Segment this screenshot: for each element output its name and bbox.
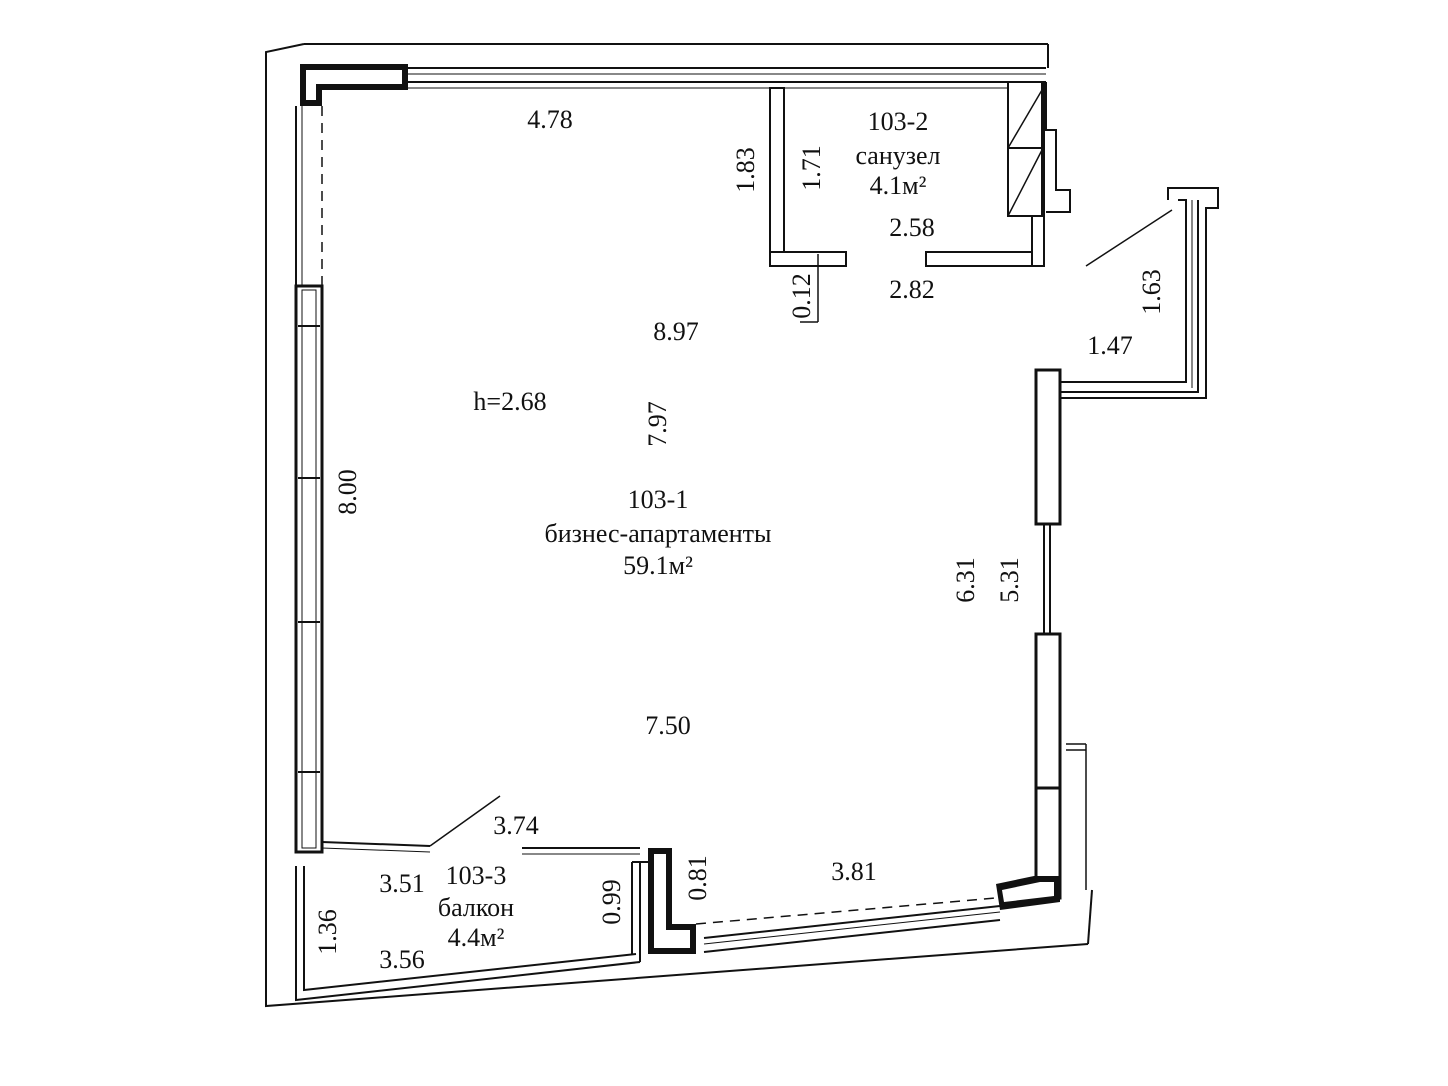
dim-balcony-inner-top: 3.51: [379, 869, 425, 898]
main-room-number: 103-1: [628, 485, 689, 514]
balcony-pier: [648, 848, 696, 954]
balcony-perimeter: [295, 862, 641, 1002]
bathroom-area: 4.1м²: [870, 171, 927, 200]
dim-balcony-right: 0.99: [597, 879, 626, 925]
left-window-wall: [294, 106, 324, 854]
top-wall: [408, 67, 1046, 89]
dim-bottom-right: 3.81: [831, 857, 877, 886]
dim-main-depth: 7.97: [643, 401, 672, 447]
dim-left-wall: 8.00: [333, 469, 362, 515]
ceiling-height: h=2.68: [473, 387, 546, 416]
room-label-balcony: 103-3 балкон 4.4м²: [438, 861, 514, 952]
dim-top-wall: 4.78: [527, 105, 573, 134]
dim-balcony-top: 3.74: [493, 811, 539, 840]
dim-bath-left-inner: 1.71: [797, 145, 826, 191]
dim-bath-width-inner: 2.58: [889, 213, 935, 242]
dim-main-width-bottom: 7.50: [645, 711, 691, 740]
bathroom-number: 103-2: [868, 107, 929, 136]
dim-balcony-bottom: 3.56: [379, 945, 425, 974]
dim-bath-wall: 0.12: [787, 273, 816, 319]
outer-building-line: [265, 43, 1093, 1008]
dim-pier: 0.81: [683, 855, 712, 901]
balcony-area: 4.4м²: [448, 923, 505, 952]
main-room-name: бизнес-апартаменты: [545, 519, 772, 548]
dim-recess-height: 1.63: [1137, 269, 1166, 315]
dim-recess-width: 1.47: [1087, 331, 1133, 360]
bathroom-walls: [769, 81, 1071, 323]
balcony-number: 103-3: [446, 861, 507, 890]
bottom-wall: [321, 795, 1001, 953]
dim-balcony-left: 1.36: [313, 909, 342, 955]
top-left-corner-column: [300, 64, 408, 106]
main-room-area: 59.1м²: [623, 551, 693, 580]
dim-bath-width-outer: 2.82: [889, 275, 935, 304]
bathroom-name: санузел: [855, 141, 940, 170]
dim-right-outer: 6.31: [951, 557, 980, 603]
room-label-bathroom: 103-2 санузел 4.1м²: [855, 107, 940, 200]
dim-right-inner: 5.31: [995, 557, 1024, 603]
room-label-main: 103-1 бизнес-апартаменты 59.1м²: [545, 485, 772, 580]
dim-bath-left-outer: 1.83: [731, 147, 760, 193]
right-window-wall: [1034, 368, 1087, 900]
dim-main-width-top: 8.97: [653, 317, 699, 346]
bottom-right-corner-column: [996, 876, 1060, 910]
balcony-name: балкон: [438, 893, 514, 922]
